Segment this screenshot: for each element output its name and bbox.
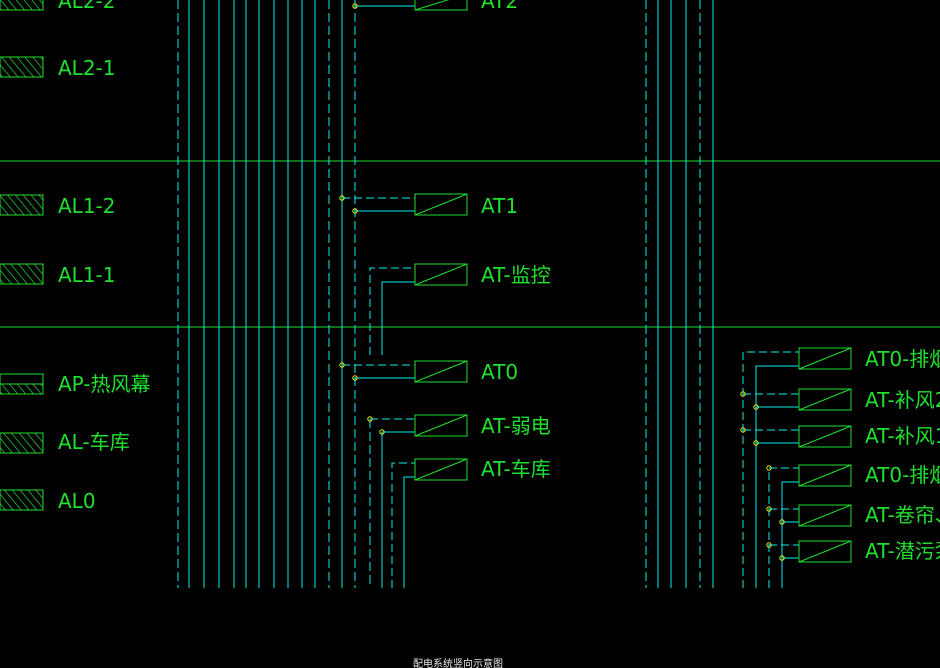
panel-label: AL2-2 (58, 0, 116, 13)
panel-label: AT1 (481, 194, 518, 218)
panel-label: AT-弱电 (481, 414, 551, 438)
panel-label: AT0-排烟 (865, 463, 940, 487)
panel-symbol (798, 388, 852, 411)
riser-bundle-left (177, 0, 356, 588)
left-panel-al1-1: AL1-1 (0, 263, 116, 287)
panel-label: AL2-1 (58, 56, 116, 80)
panel-symbol (0, 489, 44, 511)
panel-symbol (0, 432, 44, 454)
left-panel-al0: AL0 (0, 489, 96, 513)
panel-symbol (414, 263, 468, 286)
diagram-caption: 配电系统竖向示意图 (413, 657, 503, 668)
left-panel-ap-hot-air: AP-热风幕 (0, 372, 151, 396)
panel-symbol (0, 263, 44, 285)
left-panel-al2-1: AL2-1 (0, 56, 116, 80)
panel-symbol (414, 193, 468, 216)
panel-symbol (798, 425, 852, 448)
panel-label: AL-车库 (58, 430, 130, 454)
panel-label: AT-补风1 (865, 424, 940, 448)
feeders-middle (342, 5, 415, 588)
panel-label: AT2 (481, 0, 518, 13)
mid-panel-at-garage: AT-车库 (414, 457, 551, 481)
panel-label: AT-监控 (481, 263, 551, 287)
panel-symbol (414, 360, 468, 383)
panel-label: AL0 (58, 489, 96, 513)
panel-label: AT-补风2 (865, 388, 940, 412)
mid-panel-at1: AT1 (414, 193, 518, 218)
panel-symbol (798, 464, 852, 487)
panel-symbol (0, 194, 44, 216)
mid-panel-at-weak-current: AT-弱电 (414, 414, 551, 438)
panel-label: AT0-排烟 (865, 347, 940, 371)
panel-label: AT-潜污泵 (865, 539, 940, 563)
left-panel-al2-2: AL2-2 (0, 0, 116, 13)
mid-panel-at2: AT2 (414, 0, 518, 13)
panel-label: AT-卷帘、 (865, 503, 940, 527)
panel-label: AT-车库 (481, 457, 551, 481)
panel-symbol (414, 458, 468, 481)
panel-symbol (798, 540, 852, 563)
panel-symbol (798, 347, 852, 370)
panel-label: AL1-1 (58, 263, 116, 287)
mid-panel-at-monitor: AT-监控 (414, 263, 551, 287)
panel-label: AP-热风幕 (58, 372, 151, 396)
right-panel-at0-smoke-1: AT0-排烟 (798, 347, 940, 371)
panel-symbol (414, 0, 468, 11)
feeders-right (742, 351, 799, 588)
panel-symbol (798, 504, 852, 527)
mid-panel-at0: AT0 (414, 360, 518, 384)
left-panel-al1-2: AL1-2 (0, 194, 116, 218)
right-panel-at-makeup-air-1: AT-补风1 (798, 424, 940, 448)
right-panel-at0-smoke-2: AT0-排烟 (798, 463, 940, 487)
panel-symbol (0, 0, 44, 11)
panel-label: AT0 (481, 360, 518, 384)
left-panel-al-garage: AL-车库 (0, 430, 130, 454)
junction-nodes (339, 3, 785, 561)
riser-bundle-right (645, 0, 714, 588)
right-panel-at-shutter: AT-卷帘、 (798, 503, 940, 527)
right-panel-at-makeup-air-2: AT-补风2 (798, 388, 940, 412)
right-panel-at-sump-pump: AT-潜污泵 (798, 539, 940, 563)
panel-symbol (414, 414, 468, 437)
panel-label: AL1-2 (58, 194, 116, 218)
panel-symbol (0, 56, 44, 78)
